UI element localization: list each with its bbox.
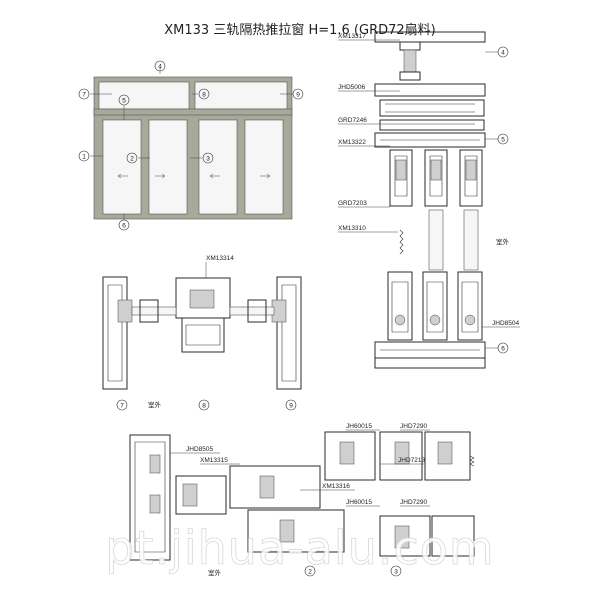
label-grd7203: GRD7203 (338, 200, 367, 207)
callout-h7: 7 (120, 403, 124, 410)
callout-b3: 3 (394, 569, 398, 576)
label-jh60015-bottom: JH60015 (346, 499, 372, 506)
label-jhd7213: JHD7213 (398, 457, 425, 464)
callout-h8: 8 (202, 403, 206, 410)
label-jhd7290-bottom: JHD7290 (400, 499, 427, 506)
horizontal-section (102, 276, 302, 390)
callout-2: 2 (130, 156, 134, 163)
drawing-title: XM133 三轨隔热推拉窗 H=1.6 (GRD72扇料) (164, 22, 435, 38)
callout-v4: 4 (501, 50, 505, 57)
label-jh60015-top: JH60015 (346, 423, 372, 430)
callout-8: 8 (202, 92, 206, 99)
callout-6: 6 (122, 223, 126, 230)
callout-v5: 5 (501, 137, 505, 144)
label-xm13317: XM13317 (338, 33, 366, 40)
label-outdoor-vertical: 室外 (496, 237, 510, 246)
callout-v6: 6 (501, 346, 505, 353)
label-jhd5006: JHD5006 (338, 84, 365, 91)
label-grd7246: GRD7246 (338, 117, 367, 124)
label-xm13310: XM13310 (338, 225, 366, 232)
callout-3: 3 (206, 156, 210, 163)
elevation-callouts: 4 7 8 9 5 1 2 3 6 (78, 60, 304, 231)
label-outdoor-horizontal: 室外 (148, 400, 162, 409)
vertical-section-labels: XM13317 JHD5006 GRD7246 XM13322 GRD7203 … (338, 33, 520, 354)
horizontal-section-labels: XM13314 室外 7 8 9 (116, 255, 297, 411)
label-outdoor-bottom: 室外 (208, 568, 222, 577)
callout-9: 9 (296, 92, 300, 99)
label-xm13322: XM13322 (338, 139, 366, 146)
bottom-section (129, 431, 475, 561)
callout-7: 7 (82, 92, 86, 99)
window-elevation (93, 76, 293, 220)
callout-h9: 9 (289, 403, 293, 410)
label-xm13314: XM13314 (206, 255, 234, 262)
callout-b2: 2 (308, 569, 312, 576)
callout-5: 5 (122, 98, 126, 105)
vertical-section (374, 31, 486, 369)
callout-4: 4 (158, 64, 162, 71)
bottom-section-labels: JH60015 JHD7290 JHD8505 XM13315 JHD7213 … (170, 423, 430, 577)
label-xm13315: XM13315 (200, 457, 228, 464)
label-jhd8505: JHD8505 (186, 446, 213, 453)
watermark: pt.jihua-alu.com (105, 521, 495, 575)
label-jhd8504: JHD8504 (492, 320, 519, 327)
callout-1: 1 (82, 154, 86, 161)
label-jhd7290-top: JHD7290 (400, 423, 427, 430)
label-xm13316: XM13316 (322, 483, 350, 490)
